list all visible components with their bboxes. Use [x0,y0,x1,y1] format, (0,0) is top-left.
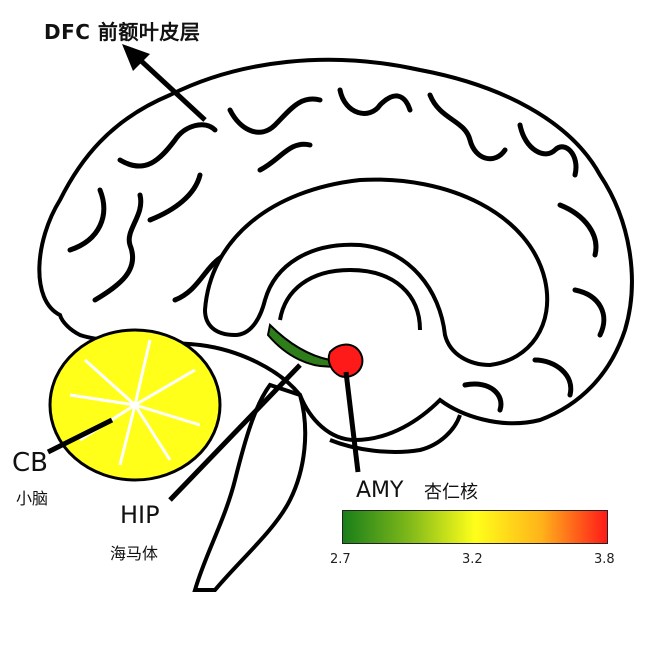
cerebellum-folia [69,339,201,466]
arrow-up-left-icon [122,44,207,122]
cb-label: CB [12,448,48,478]
amy-pointer [343,371,361,473]
brainstem-front [329,414,462,454]
amy-sublabel: 杏仁核 [424,482,478,503]
colorbar-max-tick: 3.8 [594,552,615,567]
colorbar-min-tick: 2.7 [330,552,351,567]
colorbar-mid-tick: 3.2 [462,552,483,567]
inner-loop [278,267,422,331]
cb-pointer [46,417,114,455]
amy-label: AMY [356,478,404,503]
brainstem [192,382,308,592]
amygdala [327,343,364,378]
sulci-lines [67,87,607,413]
cb-sublabel: 小脑 [16,489,49,508]
dfc-label: DFC 前额叶皮层 [44,20,201,44]
hip-sublabel: 海马体 [110,544,159,563]
hip-label: HIP [120,501,160,529]
colorbar [342,510,608,544]
corpus-callosum [202,177,550,368]
hip-pointer [168,363,302,502]
